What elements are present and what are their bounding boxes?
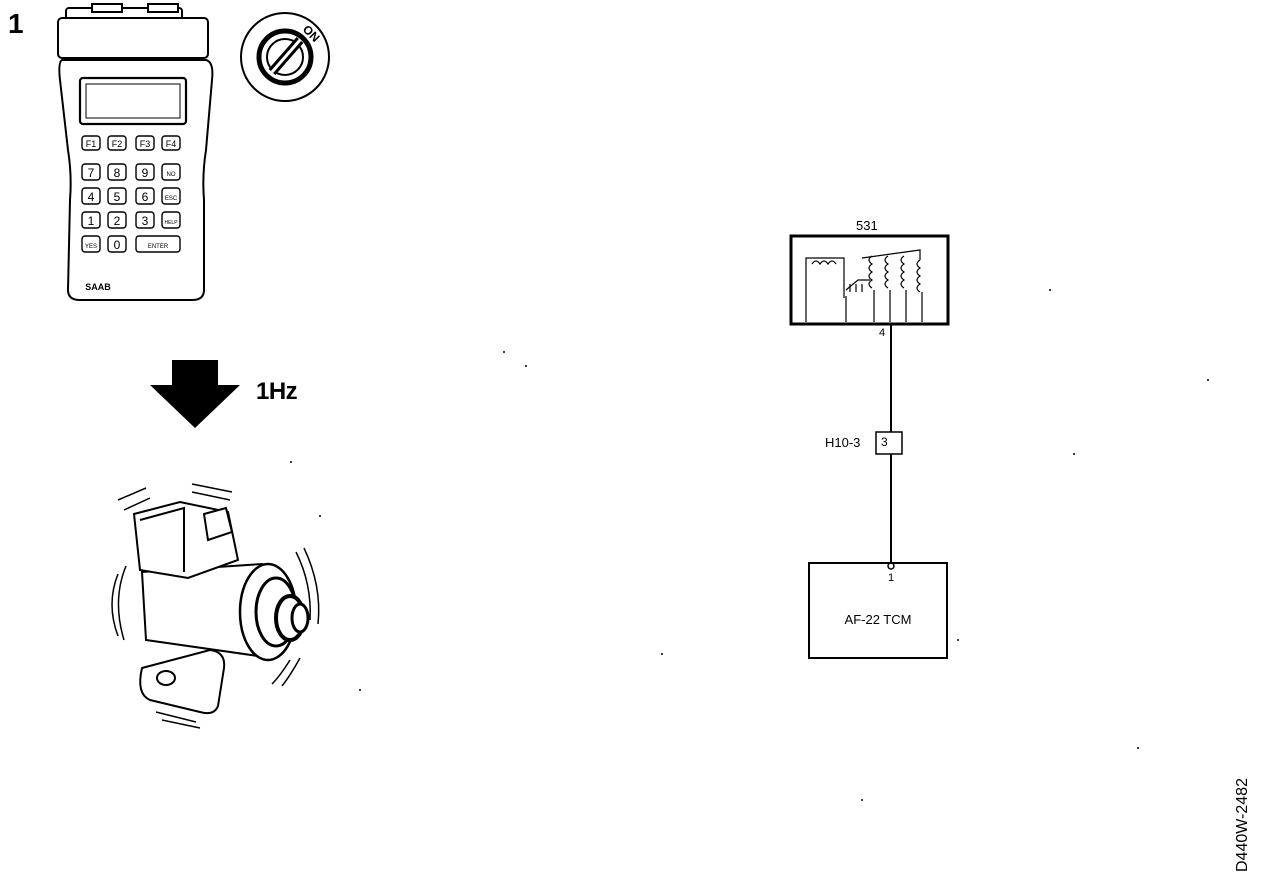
tcm-label: AF-22 TCM <box>844 612 912 627</box>
key-0: 0 <box>114 238 121 252</box>
frequency-label: 1Hz <box>256 378 298 405</box>
tcm-pin: 1 <box>888 572 895 584</box>
relay-icon <box>789 234 950 326</box>
key-7: 7 <box>88 166 95 180</box>
key-8: 8 <box>114 166 121 180</box>
key-no: NO <box>167 172 176 178</box>
key-yes: YES <box>85 244 97 250</box>
key-f4: F4 <box>166 139 177 149</box>
step-number: 1 <box>8 8 24 39</box>
drawing-code: D440W-2482 <box>1234 778 1251 872</box>
key-1: 1 <box>88 214 95 228</box>
component-531-label: 531 <box>856 218 878 233</box>
down-arrow-icon <box>150 360 240 428</box>
key-2: 2 <box>114 214 121 228</box>
key-4: 4 <box>88 190 95 204</box>
component-531-pin: 4 <box>879 327 886 339</box>
tester-key-labels: F1 F2 F3 F4 7 8 9 NO 4 5 6 ESC 1 2 3 HEL… <box>85 139 178 292</box>
connector-h10-3 <box>875 431 903 570</box>
key-esc: ESC <box>165 196 178 202</box>
scan-speckles <box>290 289 1209 801</box>
connector-pin: 3 <box>881 435 888 449</box>
ignition-key-icon <box>240 12 330 102</box>
tester-brand: SAAB <box>85 282 111 292</box>
key-f1: F1 <box>86 139 97 149</box>
key-help: HELP <box>164 220 178 226</box>
key-5: 5 <box>114 190 121 204</box>
key-3: 3 <box>142 214 149 228</box>
solenoid-valve-icon <box>111 483 320 729</box>
key-f2: F2 <box>112 139 123 149</box>
tcm-box: AF-22 TCM <box>808 562 948 659</box>
diagnostic-tester-icon <box>57 3 214 301</box>
key-f3: F3 <box>140 139 151 149</box>
key-9: 9 <box>142 166 149 180</box>
key-6: 6 <box>142 190 149 204</box>
connector-label: H10-3 <box>825 435 861 450</box>
key-enter: ENTER <box>148 244 169 250</box>
